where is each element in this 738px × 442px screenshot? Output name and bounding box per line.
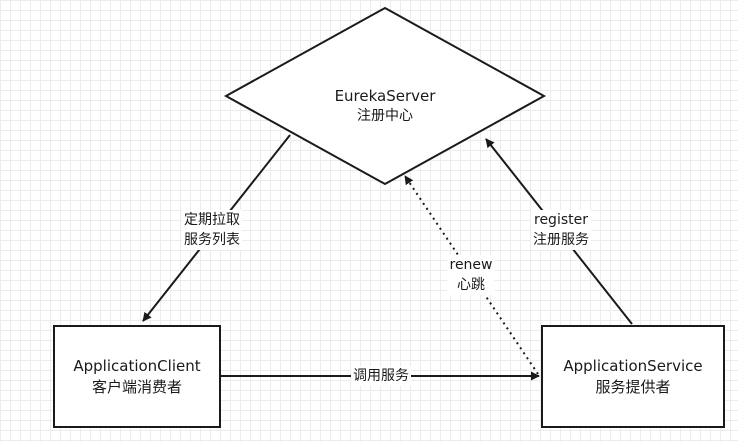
invoke-label-line1: 调用服务 bbox=[353, 368, 409, 384]
register-label: register 注册服务 bbox=[531, 210, 591, 250]
application-service-node[interactable]: ApplicationService 服务提供者 bbox=[541, 325, 725, 428]
renew-label-line1: renew bbox=[449, 257, 493, 273]
application-client-node[interactable]: ApplicationClient 客户端消费者 bbox=[53, 325, 221, 428]
pull-service-list-label: 定期拉取 服务列表 bbox=[182, 210, 242, 250]
pull-label-line2: 服务列表 bbox=[184, 232, 240, 248]
eureka-server-label: EurekaServer 注册中心 bbox=[335, 86, 436, 126]
eureka-server-title: EurekaServer bbox=[334, 87, 436, 105]
eureka-server-subtitle: 注册中心 bbox=[356, 108, 413, 124]
application-service-subtitle: 服务提供者 bbox=[595, 377, 671, 396]
pull-label-line1: 定期拉取 bbox=[184, 212, 240, 228]
renew-label-line2: 心跳 bbox=[457, 277, 485, 293]
application-service-title: ApplicationService bbox=[563, 356, 703, 375]
application-client-subtitle: 客户端消费者 bbox=[91, 377, 182, 396]
register-label-line1: register bbox=[534, 212, 588, 228]
renew-heartbeat-edge bbox=[404, 175, 539, 375]
renew-heartbeat-label: renew 心跳 bbox=[447, 255, 495, 295]
application-client-title: ApplicationClient bbox=[73, 356, 201, 375]
eureka-server-node[interactable] bbox=[223, 6, 547, 186]
invoke-service-label: 调用服务 bbox=[351, 366, 411, 386]
register-label-line2: 注册服务 bbox=[533, 232, 589, 248]
